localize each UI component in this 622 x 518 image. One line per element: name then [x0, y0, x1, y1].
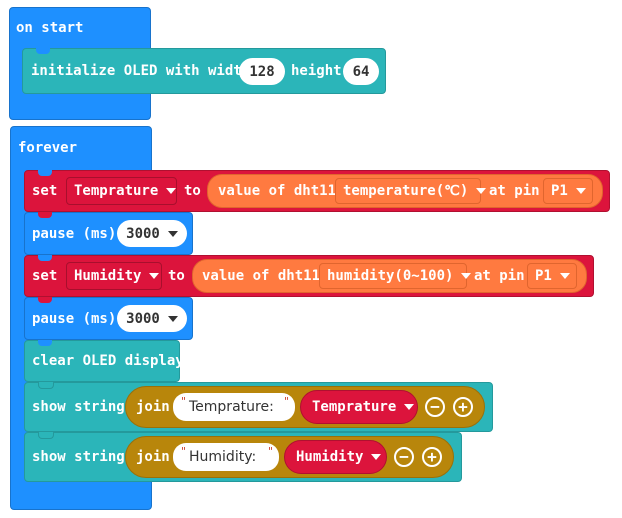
pause-duration-dropdown[interactable]: 3000: [117, 220, 187, 247]
text-string-value: Humidity:: [189, 449, 257, 465]
initialize-oled-block[interactable]: [22, 48, 386, 94]
chevron-down-icon: [461, 273, 472, 279]
join-label: join: [136, 399, 170, 415]
variable-dropdown-temprature[interactable]: Temprature: [66, 177, 177, 205]
chevron-down-icon: [167, 230, 178, 237]
measure-dropdown-label: humidity(0~100): [327, 268, 454, 284]
set-label: set: [32, 268, 58, 284]
variable-reporter-label: Temprature: [312, 399, 397, 415]
variable-reporter-label: Humidity: [296, 449, 364, 465]
chevron-down-icon: [476, 188, 487, 194]
block-notch: [38, 170, 52, 176]
pause-duration-value: 3000: [126, 310, 160, 327]
variable-reporter-humidity[interactable]: Humidity: [284, 440, 387, 474]
show-string-label: show string: [32, 399, 125, 415]
chevron-down-icon: [371, 454, 382, 460]
block-notch: [38, 297, 52, 303]
forever-label: forever: [18, 140, 78, 156]
at-pin-label: at pin: [489, 183, 540, 199]
value-of-dht11-label: value of dht11: [202, 268, 321, 284]
chevron-down-icon: [559, 273, 570, 279]
measure-dropdown-temperature[interactable]: temperature(℃): [335, 178, 487, 204]
set-label: set: [32, 183, 58, 199]
value-of-dht11-label: value of dht11: [218, 183, 337, 199]
chevron-down-icon: [404, 404, 415, 410]
pause-label: pause (ms): [32, 311, 117, 327]
width-input[interactable]: 128: [239, 58, 285, 85]
pin-dropdown-label: P1: [551, 183, 568, 199]
variable-dropdown-label: Temprature: [74, 183, 159, 199]
clear-oled-label: clear OLED display: [32, 353, 184, 369]
chevron-down-icon: [149, 273, 160, 279]
pin-dropdown-label: P1: [535, 268, 552, 284]
block-notch: [38, 382, 54, 389]
quote-open-icon: ": [181, 395, 187, 408]
measure-dropdown-label: temperature(℃): [343, 183, 469, 199]
pin-dropdown[interactable]: P1: [543, 178, 593, 204]
block-notch: [38, 212, 52, 218]
variable-dropdown-humidity[interactable]: Humidity: [66, 262, 162, 290]
to-label: to: [168, 268, 185, 284]
join-label: join: [136, 449, 170, 465]
block-notch: [38, 255, 52, 261]
pause-duration-dropdown[interactable]: 3000: [117, 305, 187, 332]
chevron-down-icon: [166, 188, 177, 194]
plus-circle-icon[interactable]: +: [422, 447, 442, 467]
minus-circle-icon[interactable]: −: [394, 447, 414, 467]
quote-open-icon: ": [181, 445, 187, 458]
pause-label: pause (ms): [32, 226, 117, 242]
plus-circle-icon[interactable]: +: [453, 397, 473, 417]
clear-oled-block[interactable]: [24, 340, 180, 382]
pause-duration-value: 3000: [126, 225, 160, 242]
measure-dropdown-humidity[interactable]: humidity(0~100): [319, 263, 472, 289]
height-label: height: [291, 63, 342, 79]
text-string-input[interactable]: " Humidity: ": [173, 443, 279, 471]
minus-circle-icon[interactable]: −: [425, 397, 445, 417]
chevron-down-icon: [167, 315, 178, 322]
block-notch: [38, 432, 54, 439]
quote-close-icon: ": [283, 395, 289, 408]
text-string-value: Temprature:: [189, 399, 274, 415]
text-string-input[interactable]: " Temprature: ": [173, 393, 295, 421]
show-string-label: show string: [32, 449, 125, 465]
to-label: to: [184, 183, 201, 199]
variable-reporter-temprature[interactable]: Temprature: [300, 390, 418, 424]
initialize-oled-label: initialize OLED with width: [31, 63, 251, 79]
block-notch: [38, 340, 52, 346]
at-pin-label: at pin: [474, 268, 525, 284]
chevron-down-icon: [575, 188, 586, 194]
pin-dropdown[interactable]: P1: [527, 263, 577, 289]
block-notch: [36, 48, 50, 54]
variable-dropdown-label: Humidity: [74, 268, 142, 284]
on-start-label: on start: [16, 20, 84, 36]
height-input[interactable]: 64: [343, 58, 379, 85]
quote-close-icon: ": [267, 445, 273, 458]
